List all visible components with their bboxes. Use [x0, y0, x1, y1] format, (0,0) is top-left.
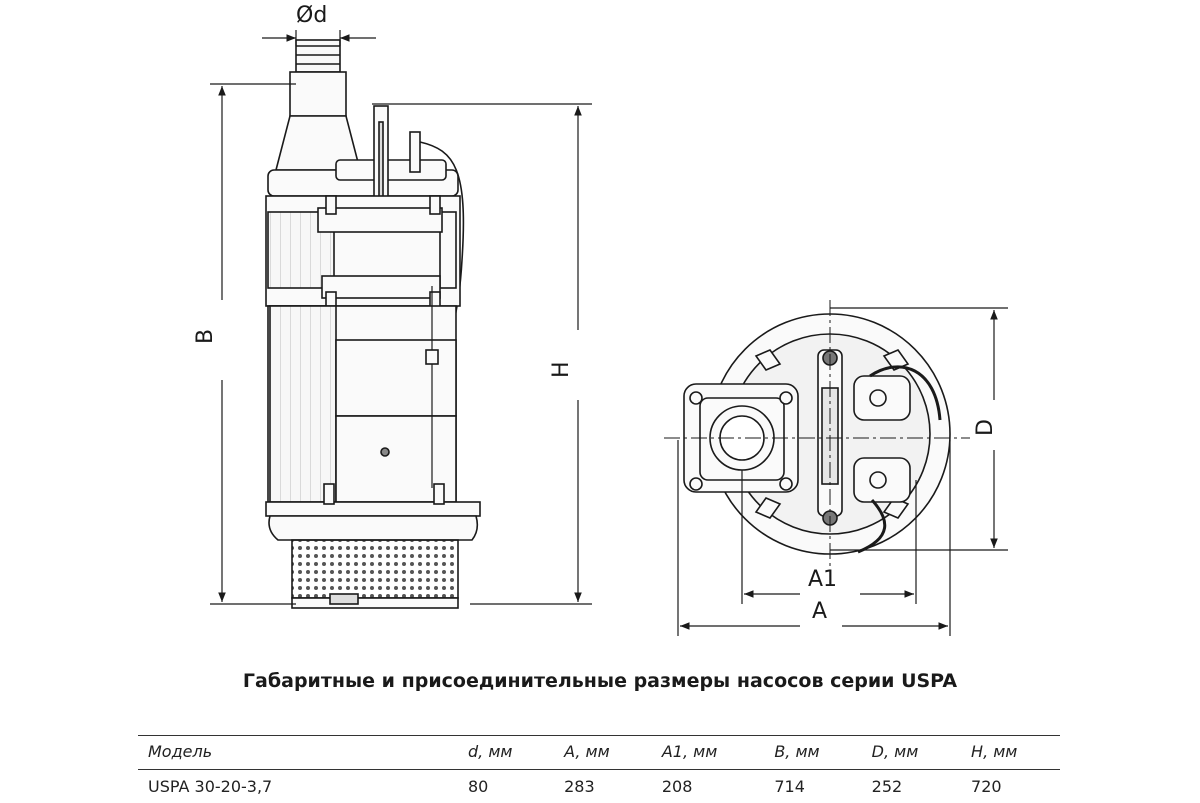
col-a1: A1, мм [652, 736, 764, 770]
col-a: A, мм [554, 736, 652, 770]
table-row: USPA 30-20-3,7 80 283 208 714 252 720 [138, 770, 1060, 803]
cell-a: 283 [554, 770, 652, 803]
col-b: B, мм [764, 736, 861, 770]
strainer [292, 540, 458, 598]
col-dd: D, мм [862, 736, 961, 770]
top-view-pump [684, 314, 950, 554]
cell-model: USPA 30-20-3,7 [138, 770, 458, 803]
label-h: H [549, 361, 574, 378]
col-h: H, мм [961, 736, 1060, 770]
col-d: d, мм [458, 736, 554, 770]
label-a1: A1 [808, 567, 837, 592]
pump-dimension-drawing: Ød B H [0, 0, 1200, 650]
label-d: Ød [296, 3, 327, 28]
table-header-row: Модель d, мм A, мм A1, мм B, мм D, мм H,… [138, 736, 1060, 770]
label-dd: D [973, 419, 998, 436]
drawing-caption: Габаритные и присоединительные размеры н… [0, 670, 1200, 692]
cell-h: 720 [961, 770, 1060, 803]
cell-a1: 208 [652, 770, 764, 803]
label-a: A [812, 599, 827, 624]
cell-d: 80 [458, 770, 554, 803]
cell-b: 714 [764, 770, 861, 803]
outlet-pipe [296, 40, 340, 72]
cell-dd: 252 [862, 770, 961, 803]
side-view-pump [266, 40, 480, 608]
dimensions-table: Модель d, мм A, мм A1, мм B, мм D, мм H,… [138, 735, 1060, 803]
col-model: Модель [138, 736, 458, 770]
bolt [381, 448, 389, 456]
label-b: B [193, 329, 218, 344]
